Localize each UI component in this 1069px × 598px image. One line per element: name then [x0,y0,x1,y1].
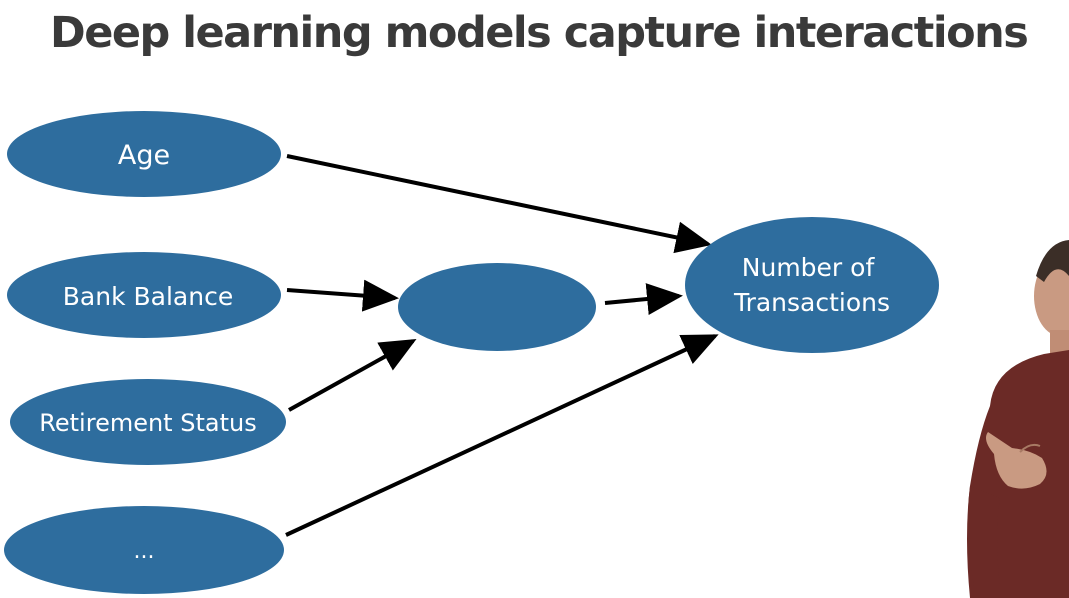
arrow-bank-balance-to-hidden [286,279,399,312]
node-ellipsis-label: ... [134,539,155,564]
node-age: Age [7,111,281,197]
node-output-label: Number of Transactions [733,253,890,317]
node-bank-balance: Bank Balance [7,252,281,338]
node-retirement-status-label: Retirement Status [39,409,256,437]
speaker-figure [967,240,1069,598]
node-ellipsis: ... [4,506,284,594]
node-age-label: Age [118,140,170,171]
arrow-retirement-to-hidden [288,339,417,412]
arrow-age-to-output [286,154,712,254]
node-output-label-line1: Number of [742,253,876,282]
arrow-ellipsis-to-output [285,334,719,537]
node-retirement-status: Retirement Status [10,379,286,465]
node-output: Number of Transactions [685,217,939,353]
node-bank-balance-label: Bank Balance [63,282,233,311]
slide-title: Deep learning models capture interaction… [50,8,1029,58]
node-hidden [398,263,596,351]
node-output-label-line2: Transactions [733,288,890,317]
arrow-hidden-to-output [604,283,683,315]
